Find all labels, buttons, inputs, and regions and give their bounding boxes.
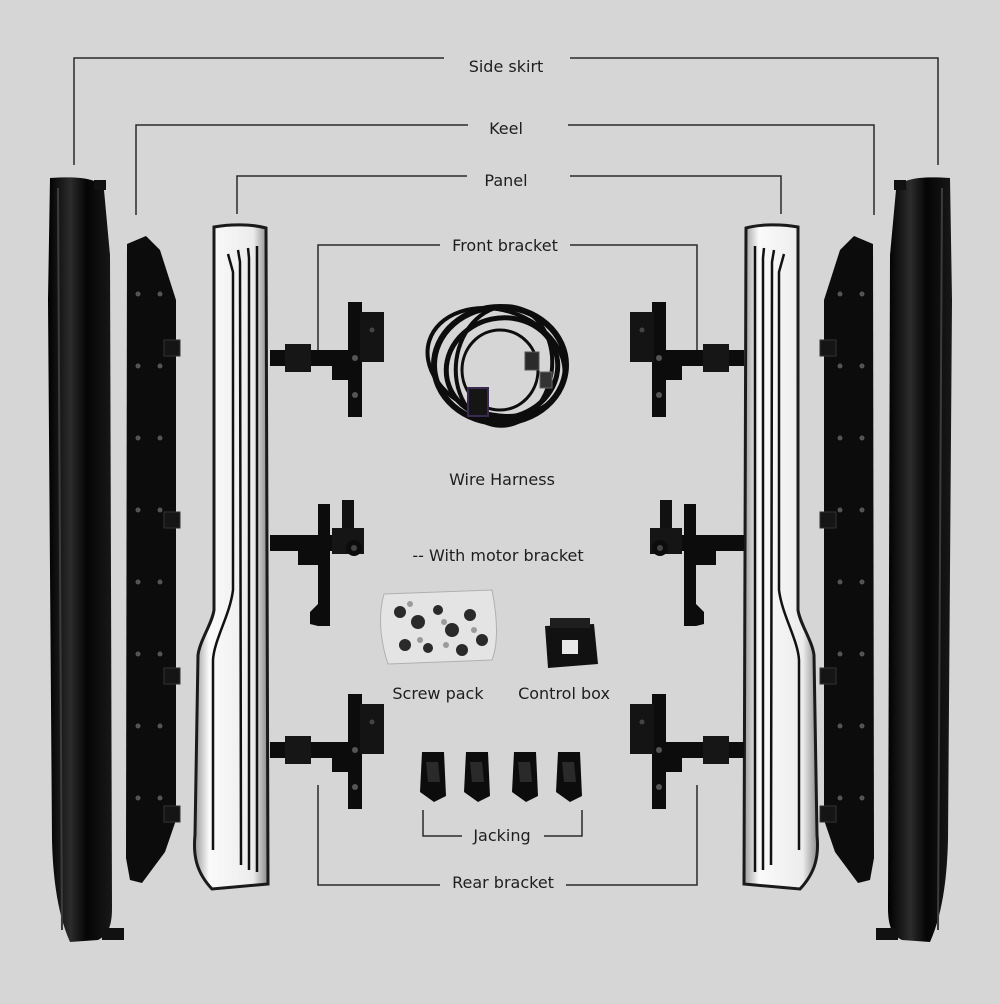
rear-bracket-label: Rear bracket [446,873,560,893]
keel-callout [135,124,875,215]
rear-bracket-right [630,694,744,809]
control-box [545,618,598,668]
keel-left [126,236,181,883]
side-skirt-left [48,177,124,942]
jacking-pieces [420,752,582,802]
motor-bracket-right [650,500,744,626]
rear-bracket-left [270,694,384,809]
control-box-label: Control box [512,684,616,704]
jacking-piece-1 [420,752,446,802]
side-skirt-callout [73,57,939,165]
motor-bracket-label: -- With motor bracket [406,546,590,566]
keel-right [819,236,874,883]
panel-callout [236,175,782,214]
motor-bracket-left [270,500,364,626]
jacking-callout [422,810,583,837]
screw-pack [380,589,497,665]
panel-right [742,223,819,891]
panel-label: Panel [478,171,534,191]
front-bracket-right [630,302,744,417]
jacking-piece-2 [464,752,490,802]
jacking-piece-3 [512,752,538,802]
wire-harness-label: Wire Harness [443,470,561,490]
screw-pack-label: Screw pack [386,684,490,704]
jacking-label: Jacking [467,826,537,846]
side-skirt-label: Side skirt [462,57,550,77]
panel-left [193,223,270,891]
keel-label: Keel [483,119,529,139]
callout-lines [73,57,939,886]
front-bracket-left [270,302,384,417]
side-skirt-right [876,177,952,942]
rear-bracket-callout [317,785,698,886]
front-bracket-callout [317,244,698,350]
jacking-piece-4 [556,752,582,802]
front-bracket-label: Front bracket [446,236,564,256]
wire-harness [425,304,569,428]
